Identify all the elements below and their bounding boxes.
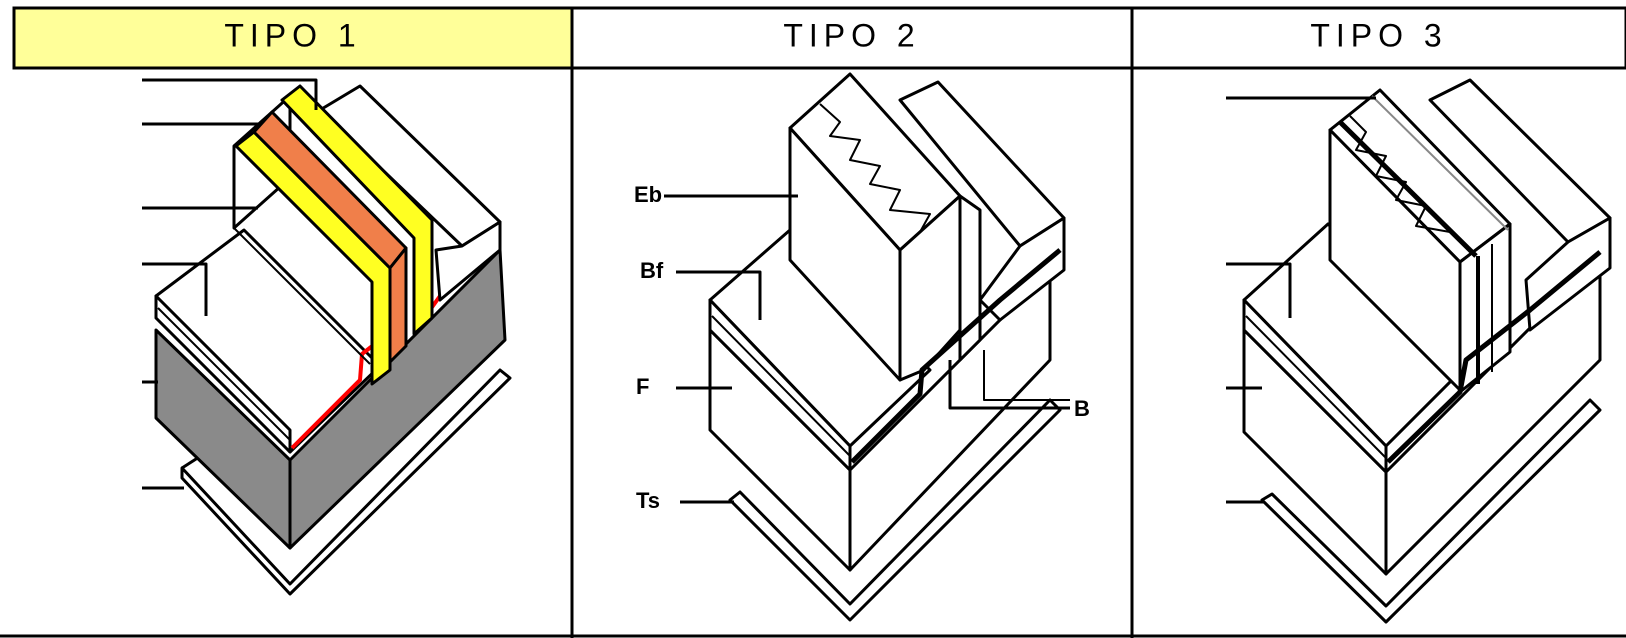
tipo2-panel-layer (958, 194, 982, 362)
panel-tipo3-drawing (1226, 78, 1612, 624)
panel-tipo2-labels: Eb Bf F Ts B (634, 182, 1090, 513)
tipo3-membrane (1386, 250, 1602, 464)
header-cell-tipo2 (570, 6, 1134, 70)
tipo2-leader-b-2 (983, 350, 1070, 401)
tipo3-base-plate (1260, 398, 1602, 624)
tipo3-slab-line (1245, 315, 1387, 459)
header-tipo2-label: TIPO 2 (783, 17, 920, 53)
tipo2-leader-bf (676, 270, 762, 320)
tipo2-back-block-front (978, 216, 1066, 322)
tipo2-label-eb: Eb (634, 182, 662, 207)
tipo1-leader-4 (142, 262, 208, 316)
panel-tipo2-drawing (664, 72, 1070, 622)
tipo1-orange-layer-front (388, 246, 408, 364)
tipo1-back-block-front (434, 220, 502, 302)
tipo1-foundation-line (157, 307, 291, 441)
header-cell-tipo3 (1130, 6, 1626, 70)
tipo3-back-block-front (1524, 216, 1612, 332)
header-tipo3-label: TIPO 3 (1310, 17, 1447, 53)
header-tipo1-label: TIPO 1 (224, 17, 361, 53)
panel-tipo1-drawing (142, 78, 512, 596)
tipo3-layer-line-1 (1338, 120, 1478, 258)
tipo2-label-f: F (636, 374, 649, 399)
tipo2-slab-line (711, 315, 851, 457)
tipo1-inner-line (233, 227, 371, 365)
tipo3-wall-side (1458, 222, 1512, 394)
header-row: TIPO 1 TIPO 2 TIPO 3 (12, 6, 1626, 70)
tipo3-leader-2 (1226, 262, 1292, 318)
tipo2-label-b: B (1074, 396, 1090, 421)
tipo2-insulation-hatch (819, 103, 931, 233)
tipo2-membrane (850, 248, 1062, 464)
tipo2-foundation-right (848, 268, 1052, 572)
tipo2-label-ts: Ts (636, 488, 660, 513)
tipo1-leader-1 (142, 78, 318, 110)
tipo3-layer-line-2 (1371, 95, 1509, 231)
header-cell-tipo1 (12, 6, 574, 70)
tipo2-label-bf: Bf (640, 258, 664, 283)
tipo2-leader-b (948, 360, 1070, 410)
tipo1-yellow-layer-back (280, 84, 434, 336)
